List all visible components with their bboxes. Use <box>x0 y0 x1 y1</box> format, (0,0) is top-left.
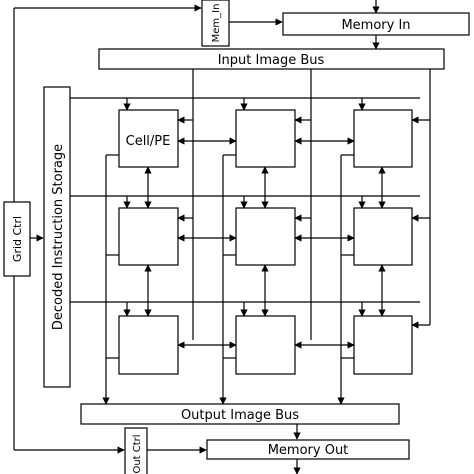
out-ctrl-label: Out Ctrl <box>132 434 143 473</box>
cell-label: Cell/PE <box>126 134 171 149</box>
input-bus-label: Input Image Bus <box>218 53 325 68</box>
cell-r2c3 <box>353 207 413 266</box>
cell-r3c3 <box>353 315 413 375</box>
grid-ctrl-label: Grid Ctrl <box>11 216 24 262</box>
decoded-storage-box <box>43 86 71 388</box>
cell-r1c2 <box>235 109 296 168</box>
input-bus-box <box>98 48 445 70</box>
out-ctrl-box <box>124 427 148 474</box>
cell-r1c1 <box>118 109 179 168</box>
cell-r1c3 <box>353 109 413 168</box>
output-bus-label: Output Image Bus <box>181 408 299 423</box>
mem-in-ctrl-box <box>201 0 230 47</box>
output-bus-box <box>80 403 400 425</box>
cell-r2c2 <box>235 207 296 266</box>
memory-out-label: Memory Out <box>268 443 349 458</box>
mem-in-ctrl-label: Mem_In <box>211 4 222 43</box>
memory-in-label: Memory In <box>341 18 410 33</box>
memory-out-box <box>206 439 410 460</box>
cell-r3c2 <box>235 315 296 375</box>
grid-ctrl-box <box>3 201 31 277</box>
cell-r3c1 <box>118 315 179 375</box>
decoded-storage-label: Decoded Instruction Storage <box>51 144 66 330</box>
cell-r2c1 <box>118 207 179 266</box>
